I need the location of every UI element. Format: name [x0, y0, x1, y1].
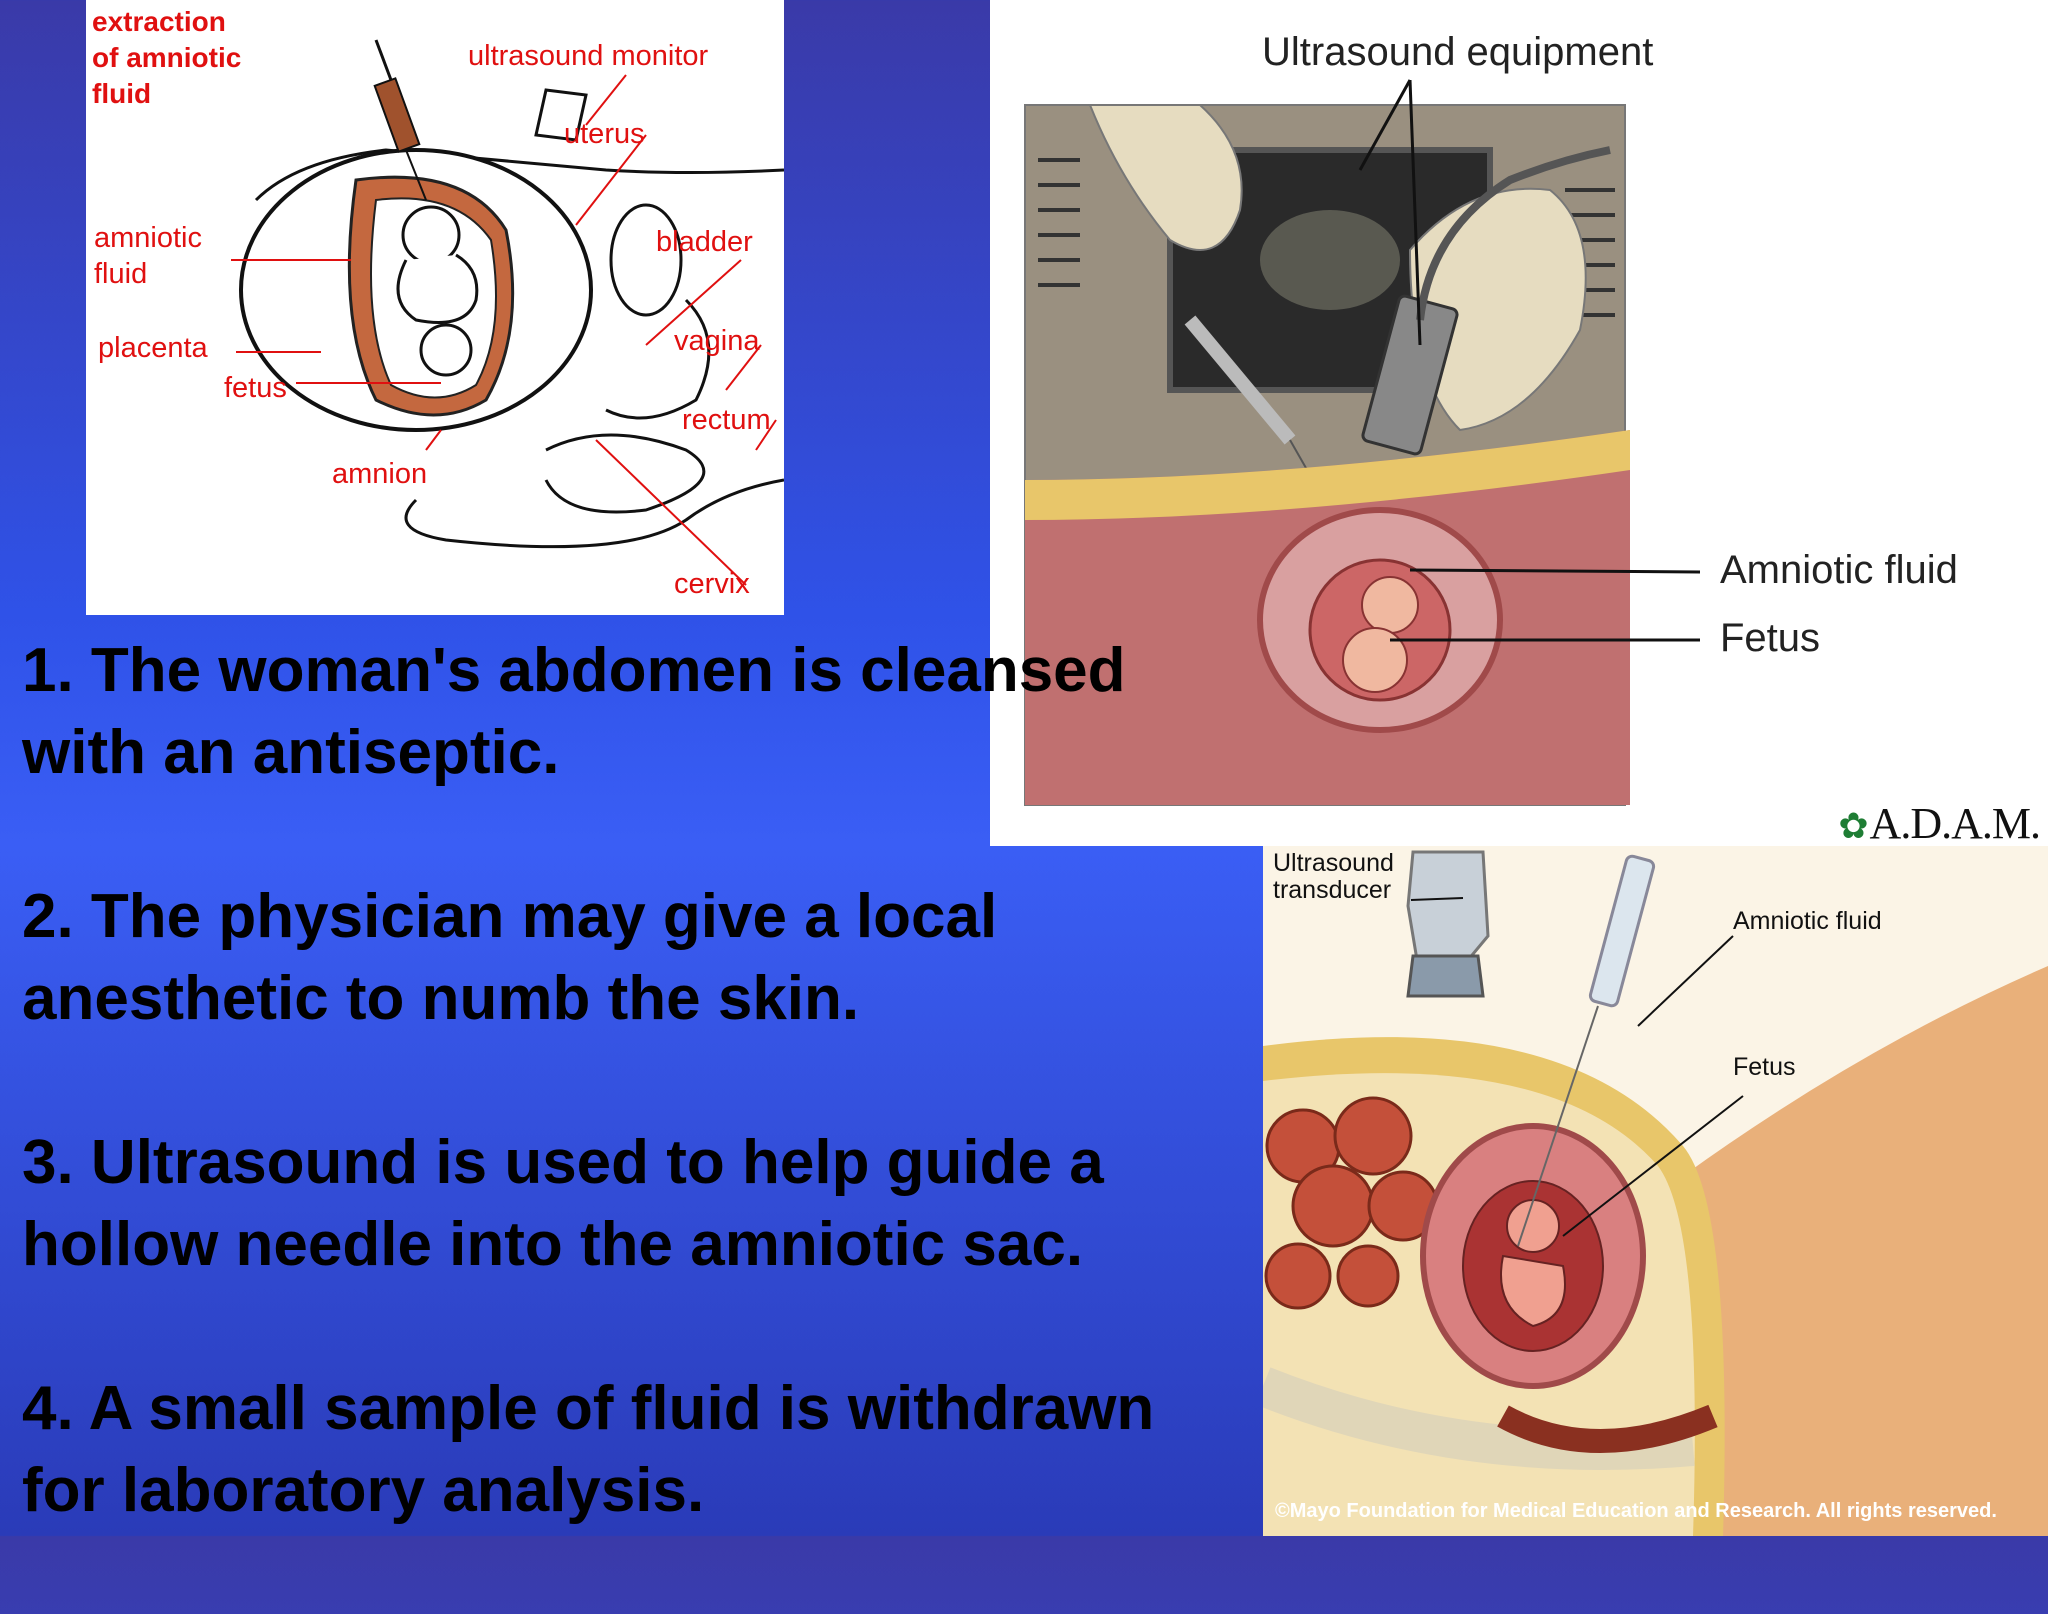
label-uterus: uterus — [564, 118, 645, 150]
step-1: 1. The woman's abdomen is cleansed with … — [22, 636, 1126, 787]
label-ultrasound-equipment: Ultrasound equipment — [1262, 30, 1654, 74]
leaf-icon: ✿ — [1838, 806, 1868, 846]
label-amnion: amnion — [332, 458, 428, 490]
step-4: 4. A small sample of fluid is withdrawn … — [22, 1374, 1155, 1525]
label-fetus: fetus — [224, 372, 287, 404]
label-adam-amniotic-fluid: Amniotic fluid — [1720, 548, 1958, 592]
label-ultrasound-transducer: Ultrasound transducer — [1273, 849, 1394, 904]
mayo-needle-illustration: Ultrasound transducer Amniotic fluid Fet… — [1263, 846, 2048, 1536]
adam-logo: ✿A.D.A.M. — [1838, 799, 2041, 846]
label-ultrasound-monitor: ultrasound monitor — [468, 40, 709, 72]
label-rectum: rectum — [682, 404, 771, 436]
amniocentesis-line-diagram: extraction of amniotic fluid ultrasound … — [86, 0, 784, 615]
label-placenta: placenta — [98, 332, 208, 364]
label-cervix: cervix — [674, 568, 750, 600]
label-amniotic-fluid: amniotic fluid — [94, 222, 202, 290]
label-bladder: bladder — [656, 226, 753, 258]
label-vagina: vagina — [674, 325, 760, 357]
adam-illustration-art — [1024, 79, 1701, 806]
diagram-line-art — [231, 39, 784, 586]
procedure-steps: 1. The woman's abdomen is cleansed with … — [22, 630, 1252, 1614]
label-adam-fetus: Fetus — [1720, 616, 1821, 660]
step-3: 3. Ultrasound is used to help guide a ho… — [22, 1128, 1104, 1279]
mayo-copyright: ©Mayo Foundation for Medical Education a… — [1275, 1500, 1997, 1522]
label-extraction: extraction of amniotic fluid — [92, 6, 242, 109]
adam-ultrasound-illustration: Ultrasound equipment Amniotic fluid Fetu… — [990, 0, 2048, 846]
mayo-illustration-art — [1263, 846, 2048, 1536]
label-mayo-fetus: Fetus — [1733, 1053, 1796, 1081]
label-mayo-amniotic-fluid: Amniotic fluid — [1733, 907, 1882, 935]
step-2: 2. The physician may give a local anesth… — [22, 882, 998, 1033]
